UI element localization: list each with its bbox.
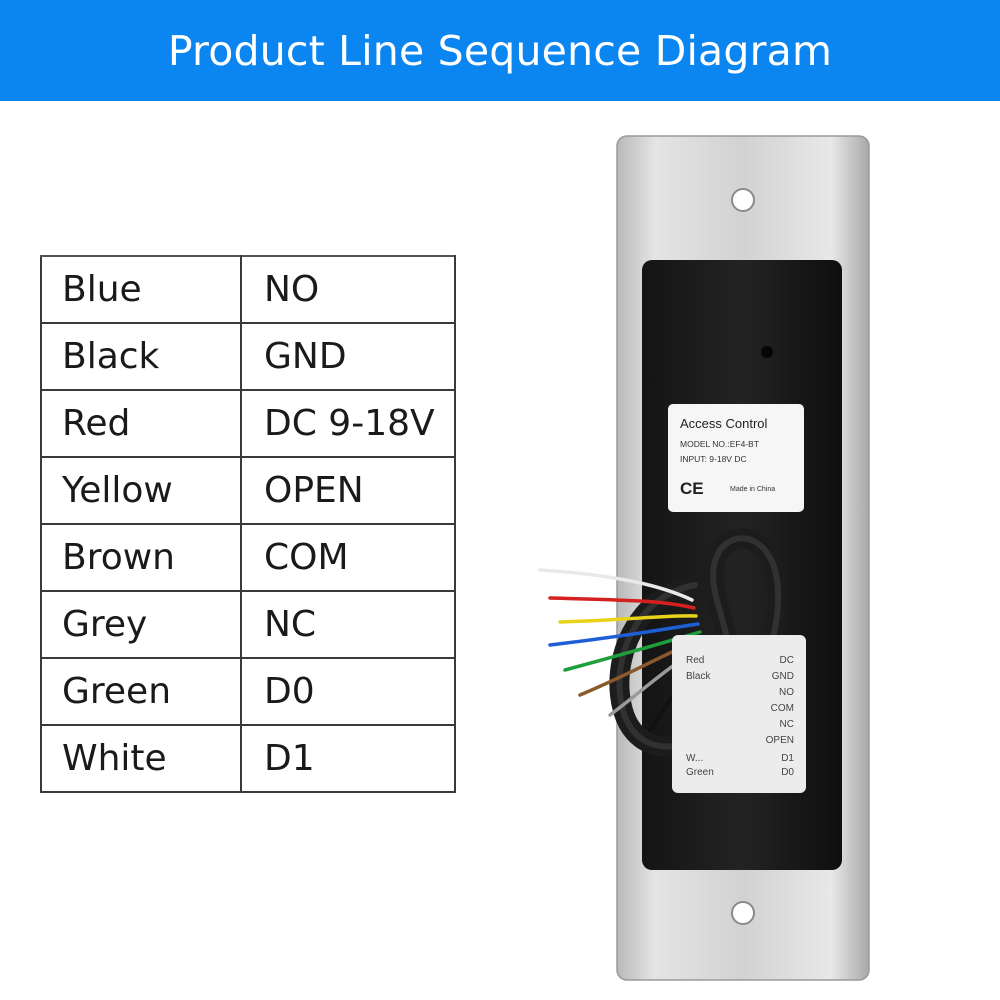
wire-function-cell: NC	[240, 590, 456, 659]
mount-hole-bottom	[731, 901, 755, 925]
wire-color-cell: Brown	[40, 523, 242, 592]
table-row: Green D0	[40, 657, 456, 726]
table-row: Blue NO	[40, 255, 456, 324]
wire-function-cell: D1	[240, 724, 456, 793]
wire-function-cell: DC 9-18V	[240, 389, 456, 458]
page-title: Product Line Sequence Diagram	[167, 26, 833, 75]
wire-function-cell: COM	[240, 523, 456, 592]
sticker-right-label: NO	[779, 687, 794, 698]
sticker-right-label: NC	[779, 719, 794, 730]
sticker-right-label: OPEN	[765, 735, 794, 746]
label-title: Access Control	[680, 416, 768, 431]
label-origin: Made in China	[730, 486, 776, 493]
sticker-right-label: D0	[781, 767, 794, 778]
wire-function-cell: OPEN	[240, 456, 456, 525]
wire-function-cell: NO	[240, 255, 456, 324]
sticker-right-label: D1	[781, 753, 794, 764]
sticker-right-label: GND	[771, 671, 794, 682]
wiring-sticker: Red Black W... Green DC GND NO COM NC OP…	[672, 635, 806, 793]
sticker-left-label: Green	[686, 767, 714, 778]
wire-color-cell: White	[40, 724, 242, 793]
table-row: Yellow OPEN	[40, 456, 456, 525]
wire-function-cell: GND	[240, 322, 456, 391]
sticker-right-label: COM	[770, 703, 794, 714]
table-row: Black GND	[40, 322, 456, 391]
device-illustration	[538, 135, 870, 981]
sticker-left-label: Black	[686, 671, 711, 682]
mount-hole-top	[731, 188, 755, 212]
table-row: Grey NC	[40, 590, 456, 659]
sticker-left-label: Red	[686, 655, 705, 666]
sticker-left-label: W...	[686, 753, 704, 764]
wire-color-cell: Green	[40, 657, 242, 726]
wire-color-cell: Grey	[40, 590, 242, 659]
wire-color-cell: Red	[40, 389, 242, 458]
ce-mark: CE	[680, 479, 704, 498]
product-label-sticker: Access Control MODEL NO.:EF4-BT INPUT: 9…	[668, 404, 804, 512]
label-model: MODEL NO.:EF4-BT	[680, 439, 760, 449]
wire-color-cell: Black	[40, 322, 242, 391]
led-dot	[761, 346, 773, 358]
wire-color-cell: Yellow	[40, 456, 242, 525]
table-row: Brown COM	[40, 523, 456, 592]
table-row: White D1	[40, 724, 456, 793]
wire-color-cell: Blue	[40, 255, 242, 324]
wiring-table: Blue NO Black GND Red DC 9-18V Yellow OP…	[40, 255, 456, 793]
wire-function-cell: D0	[240, 657, 456, 726]
access-control-device-photo: Access Control MODEL NO.:EF4-BT INPUT: 9…	[520, 130, 900, 990]
label-input: INPUT: 9-18V DC	[680, 454, 747, 464]
title-banner: Product Line Sequence Diagram	[0, 0, 1000, 101]
sticker-right-label: DC	[779, 655, 794, 666]
table-row: Red DC 9-18V	[40, 389, 456, 458]
